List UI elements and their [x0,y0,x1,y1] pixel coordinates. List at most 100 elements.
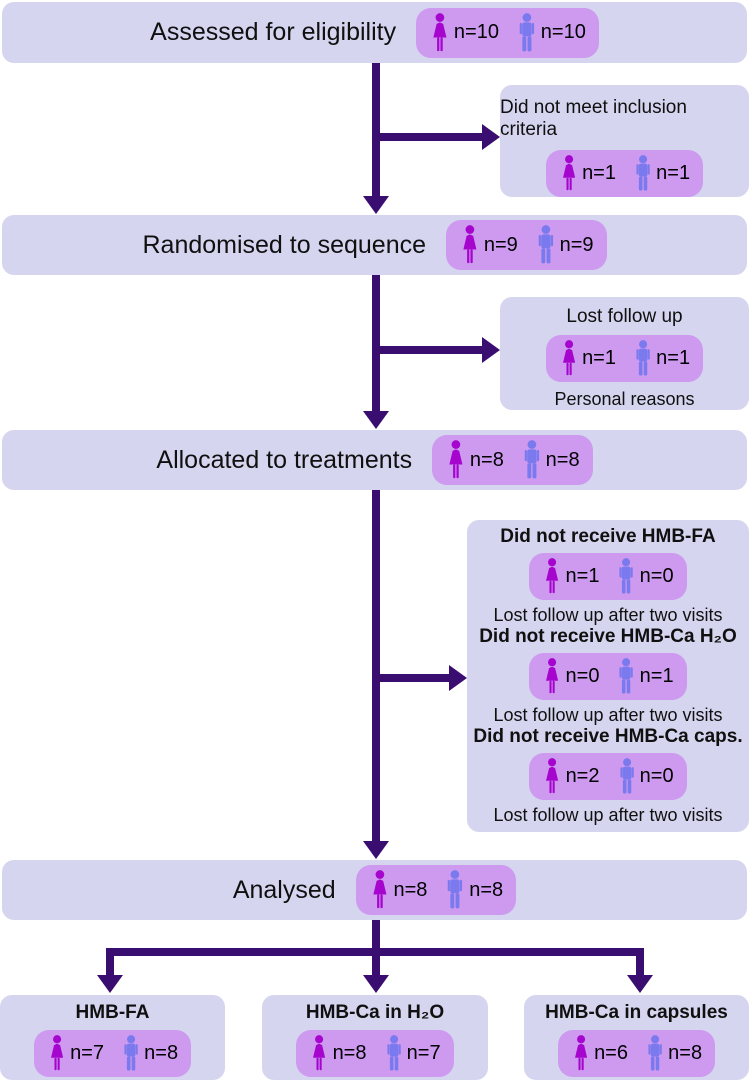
arrow-branch-did-not-receive [372,665,467,691]
female-count-pair: n=9 [459,225,518,265]
lost-follow-up-caption: Personal reasons [554,389,695,409]
count-badge: n=1 n=1 [545,150,704,197]
female-icon [559,340,579,377]
male-icon [616,658,636,695]
female-count-pair: n=1 [559,155,616,192]
arrow-branch-inclusion [372,124,500,150]
male-count: n=8 [469,878,504,901]
exclusion-title: Did not receive HMB-Ca caps. [473,726,743,747]
count-badge: n=1 n=0 [529,553,687,600]
hmb-ca-capsules-title: HMB-Ca in capsules [545,1002,728,1023]
male-count: n=8 [545,448,580,471]
female-count-pair: n=1 [542,558,599,595]
female-icon [47,1035,67,1072]
female-icon [571,1035,591,1072]
male-count: n=0 [639,765,674,787]
male-count: n=8 [144,1042,179,1064]
male-icon [535,225,557,265]
male-count-pair: n=8 [121,1035,178,1072]
female-icon [542,558,562,595]
assessed-box: Assessed for eligibility n=10 n=10 [2,2,747,63]
male-count-pair: n=0 [617,758,674,795]
count-badge: n=10 n=10 [416,7,599,58]
male-count-pair: n=1 [633,155,690,192]
count-badge: n=8 n=8 [355,865,517,915]
lost-follow-up-box: Lost follow up n=1 n=1 Personal reasons [500,297,749,410]
hmb-ca-capsules-box: HMB-Ca in capsules n=6 n=8 [524,995,749,1080]
male-count-pair: n=8 [521,440,580,480]
female-icon [309,1035,329,1072]
allocated-box: Allocated to treatments n=8 n=8 [2,430,747,490]
male-count-pair: n=0 [616,558,674,595]
female-count-pair: n=8 [445,440,504,480]
randomised-title: Randomised to sequence [142,230,427,259]
female-icon [429,13,451,53]
female-count: n=6 [594,1042,628,1064]
female-icon [459,225,481,265]
count-badge: n=8 n=7 [296,1030,454,1077]
male-count-pair: n=8 [645,1035,702,1072]
count-badge: n=1 n=1 [545,335,704,382]
female-count: n=1 [582,162,616,184]
exclusion-section-hmb-fa: Did not receive HMB-FA n=1 n=0 Lost foll… [493,526,722,626]
arrow-randomised-to-allocated [363,275,389,429]
count-badge: n=0 n=1 [529,653,687,700]
male-count: n=0 [639,565,674,587]
female-count-pair: n=10 [429,13,499,53]
hmb-ca-h2o-box: HMB-Ca in H₂O n=8 n=7 [262,995,488,1080]
male-count: n=7 [406,1042,441,1064]
male-icon [633,340,653,377]
arrow-branch-lost-follow-up [372,337,500,363]
female-count-pair: n=6 [571,1035,628,1072]
exclusion-section-hmb-ca-caps: Did not receive HMB-Ca caps. n=2 n=0 Los… [473,726,742,826]
female-count: n=1 [582,347,616,369]
count-badge: n=8 n=8 [432,435,593,485]
female-icon [369,870,391,910]
male-icon [516,13,538,53]
count-badge: n=2 n=0 [529,753,687,800]
count-badge: n=7 n=8 [33,1030,192,1077]
analysed-title: Analysed [232,875,336,904]
lost-follow-up-title: Lost follow up [566,306,683,327]
exclusion-title: Did not receive HMB-Ca H₂O [479,626,737,647]
male-count: n=1 [639,665,674,687]
female-count: n=8 [469,448,504,471]
female-icon [542,758,562,795]
male-count: n=8 [668,1042,703,1064]
hmb-fa-title: HMB-FA [75,1002,150,1023]
exclusion-section-hmb-ca-h2o: Did not receive HMB-Ca H₂O n=0 n=1 Lost … [479,626,737,726]
female-icon [542,658,562,695]
female-count: n=8 [393,878,428,901]
arrow-analysed-split [97,920,653,993]
male-count-pair: n=1 [633,340,690,377]
female-count-pair: n=8 [309,1035,367,1072]
inclusion-criteria-title: Did not meet inclusion criteria [500,97,687,140]
exclusion-title: Did not receive HMB-FA [500,526,716,547]
male-icon [121,1035,141,1072]
count-badge: n=9 n=9 [446,220,607,270]
hmb-ca-h2o-title: HMB-Ca in H₂O [305,1002,445,1023]
male-icon [645,1035,665,1072]
male-icon [617,758,637,795]
male-icon [444,870,466,910]
male-count-pair: n=1 [616,658,674,695]
female-count-pair: n=7 [47,1035,104,1072]
male-count: n=9 [559,233,594,256]
female-count-pair: n=8 [369,870,428,910]
female-icon [445,440,467,480]
arrow-assessed-to-randomised [363,61,389,214]
female-count: n=9 [483,233,518,256]
count-badge: n=6 n=8 [557,1030,716,1077]
male-icon [521,440,543,480]
female-count-pair: n=0 [542,658,599,695]
arrow-allocated-to-analysed [363,490,389,859]
female-icon [559,155,579,192]
assessed-title: Assessed for eligibility [150,18,397,46]
randomised-box: Randomised to sequence n=9 n=9 [2,215,747,275]
female-count: n=0 [565,665,600,687]
exclusion-caption: Lost follow up after two visits [493,805,723,825]
male-count-pair: n=7 [384,1035,441,1072]
female-count: n=10 [453,21,499,43]
